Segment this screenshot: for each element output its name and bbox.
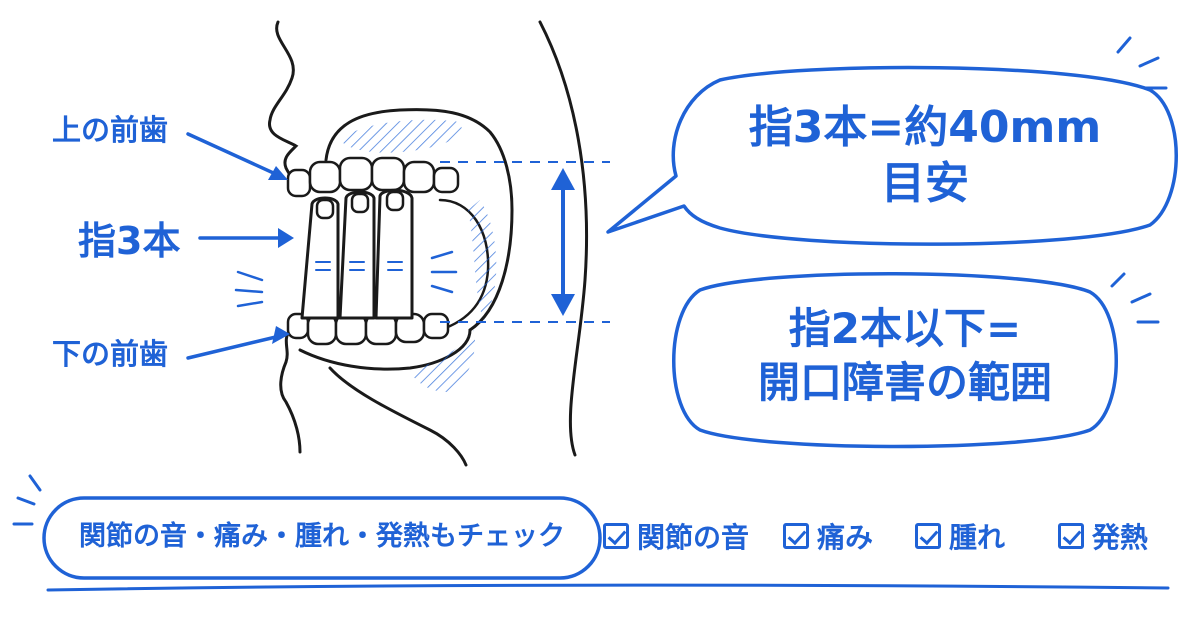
- speech-bubble-top: [606, 65, 1178, 246]
- bubble-bottom-text: 指2本以下= 開口障害の範囲: [690, 302, 1120, 410]
- label-lower-front-teeth: 下の前歯: [52, 337, 169, 371]
- emphasis-ticks: [12, 36, 1168, 526]
- checklist-item-swelling: 腫れ: [915, 516, 1005, 556]
- bubble-bottom-line2: 開口障害の範囲: [757, 357, 1052, 407]
- checklist-item-fever: 発熱: [1058, 516, 1148, 556]
- summary-pill: [42, 496, 602, 580]
- cheek-shading: [468, 200, 497, 320]
- checklist-label: 関節の音: [637, 521, 750, 554]
- face-profile: [268, 20, 299, 188]
- jaw-outline: [298, 328, 472, 467]
- finger-joints: [315, 261, 403, 271]
- bubble-bottom-line1: 指2本以下=: [788, 304, 1022, 353]
- finger-nails: [315, 190, 405, 220]
- checklist-label: 痛み: [817, 521, 874, 554]
- checklist-item-joint-sound: 関節の音: [603, 516, 749, 556]
- pointer-arrows: [186, 132, 294, 360]
- palate-outline: [324, 108, 514, 332]
- checklist-item-pain: 痛み: [783, 516, 873, 556]
- checkbox-checked-icon: [783, 523, 809, 549]
- bubble-top-line1: 指3本=約40mm: [748, 102, 1102, 153]
- palate-shading: [340, 119, 462, 153]
- summary-pill-text: 関節の音・痛み・腫れ・発熱もチェック: [79, 521, 565, 552]
- checkbox-checked-icon: [1058, 523, 1084, 549]
- motion-marks: [234, 250, 458, 308]
- underline-stroke: [46, 583, 1170, 592]
- checklist-label: 腫れ: [949, 521, 1006, 554]
- bubble-top-text: 指3本=約40mm 目安: [690, 100, 1160, 213]
- label-three-fingers: 指3本: [78, 219, 181, 263]
- three-fingers: [300, 188, 414, 320]
- checklist-label: 発熱: [1092, 521, 1149, 554]
- checkbox-checked-icon: [915, 523, 941, 549]
- jaw-shading: [410, 330, 475, 392]
- checkbox-checked-icon: [603, 523, 629, 549]
- bubble-top-line2: 目安: [881, 158, 969, 210]
- label-upper-front-teeth: 上の前歯: [52, 113, 169, 147]
- measurement-arrow: [551, 168, 575, 316]
- speech-bubble-bottom: [672, 272, 1118, 449]
- chin-profile: [279, 328, 302, 454]
- neck-back-line: [538, 20, 588, 457]
- upper-teeth: [286, 156, 460, 198]
- lower-teeth: [286, 312, 450, 346]
